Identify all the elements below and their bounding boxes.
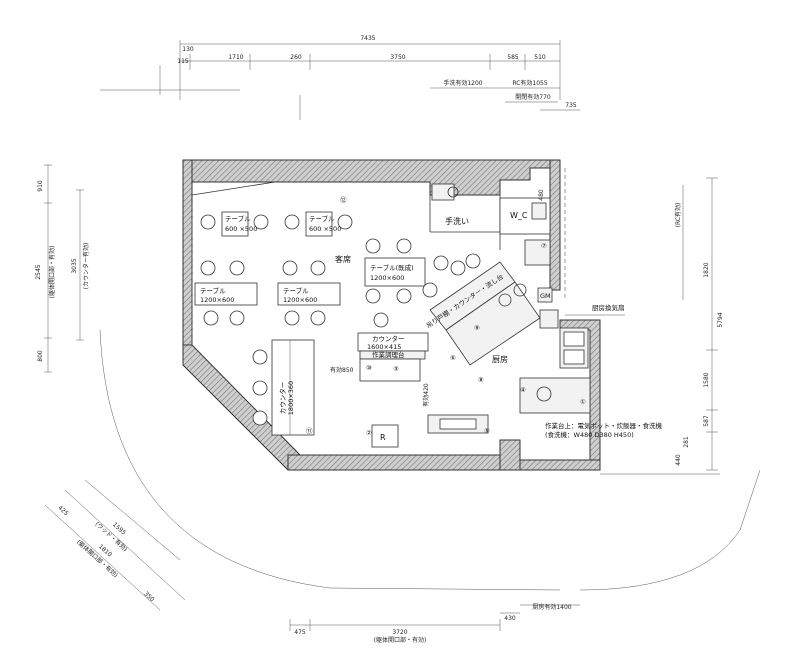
dim-top-seg-0: 130: [182, 46, 194, 53]
table-b: [305, 211, 333, 237]
dim-right-note: (RC有効): [674, 203, 682, 228]
table-c: [364, 257, 426, 287]
under-counter: [359, 358, 421, 382]
dim-left-2545: 2545: [35, 264, 42, 279]
dim-left-3035: 3035: [71, 258, 78, 273]
dim-diag-350: 350: [142, 590, 155, 603]
equip-note-2: (食洗機：W480 D380 H450): [545, 430, 634, 439]
equip-note: 作業台上：電気ポット・炊飯器・食洗機: [545, 421, 663, 430]
dim-inner-480: 480: [538, 189, 545, 201]
dim-right-1820: 1820: [703, 262, 710, 277]
dim-735: 735: [565, 102, 577, 109]
walls: [182, 159, 601, 471]
dim-top-seg-5: 510: [534, 54, 546, 61]
burner-icon: [513, 283, 527, 297]
side-counter-name: カウンター: [278, 382, 287, 415]
marker-12: ⑫: [340, 196, 347, 204]
kitchen-bench: [519, 377, 591, 414]
dim-left-910: 910: [37, 180, 44, 192]
dim-handwash-clear: 手洗有効1200: [443, 79, 482, 87]
marker-7: ⑦: [541, 242, 547, 250]
dim-top-left-small: 115: [177, 58, 189, 65]
table-a-size: 600 ×500: [225, 225, 257, 233]
dim-right-281: 281: [683, 436, 690, 448]
diagonal-dimensions: 425 1595 (ウッド・有効) 1810 (躯体開口部・有効) 350: [44, 479, 186, 611]
dining-furniture: テーブル 600 ×500 テーブル 600 ×500 テーブル(既成) 120…: [194, 189, 545, 448]
left-dimensions: 910 2545 (躯体開口部・有効) 800 3035 (カウンター有効): [35, 164, 90, 373]
top-dimensions: 7435 130 115 1710 260 3750 585 510 手洗有効1…: [100, 35, 580, 120]
burner-icon: [498, 293, 512, 307]
dim-top-seg-2: 260: [290, 54, 302, 61]
dim-diag-1810-note: (躯体開口部・有効): [75, 538, 120, 579]
main-counter-size: 1600×415: [367, 343, 401, 351]
dim-kitchen-clear: 厨房有効1400: [532, 603, 571, 611]
marker-5: ⑤: [484, 427, 490, 435]
dim-bottom-430: 430: [504, 615, 516, 622]
dim-rc-clear: RC有効1055: [512, 79, 548, 87]
dim-bottom-3720: 3720: [392, 629, 407, 636]
dim-right-5794: 5794: [717, 312, 724, 327]
dim-bottom-475: 475: [294, 629, 306, 636]
table-d: [194, 282, 258, 306]
dim-top-total: 7435: [360, 35, 375, 42]
marker-4: ④: [520, 386, 526, 394]
marker-3: ③: [393, 365, 399, 373]
dim-bottom-3720-note: (躯体開口部・有効): [374, 636, 427, 644]
vent-label: 厨房換気扇: [592, 303, 625, 312]
table-e-size: 1200×600: [283, 296, 317, 304]
table-c-name: テーブル(既成): [370, 263, 414, 272]
kitchen-small-unit: [539, 309, 559, 329]
dim-inner-850: 有効850: [330, 366, 354, 374]
table-c-size: 1200×600: [370, 274, 404, 282]
marker-8: ⑧: [478, 376, 484, 384]
table-e: [277, 282, 341, 306]
right-dimensions: (RC有効) 1820 5794 1580 587 281 440: [600, 177, 724, 475]
register-label: R: [380, 433, 386, 442]
marker-6: ⑥: [450, 354, 456, 362]
dim-right-1580: 1580: [703, 372, 710, 387]
dim-top-seg-4: 585: [507, 54, 519, 61]
dim-top-seg-1: 1710: [228, 54, 243, 61]
main-counter-name: カウンター: [372, 334, 405, 343]
room-label-handwash: 手洗い: [445, 216, 469, 226]
dim-left-2545-note: (躯体開口部・有効): [48, 246, 56, 299]
room-label-dining: 客席: [335, 254, 351, 264]
dim-inner-420: 有効420: [422, 383, 430, 407]
toilet-icon: [531, 202, 547, 220]
bottom-dimensions: 475 3720 (躯体開口部・有効) 430 厨房有効1400: [99, 329, 761, 644]
table-b-size: 600 ×500: [309, 225, 341, 233]
marker-11: ⑪: [306, 427, 313, 435]
marker-1: ①: [580, 398, 586, 406]
table-b-name: テーブル: [309, 214, 335, 223]
marker-2: ②: [366, 429, 372, 437]
dim-right-587: 587: [703, 415, 710, 427]
gm-label: GM: [540, 292, 551, 300]
table-a: [221, 211, 249, 237]
dim-top-seg-3: 3750: [390, 54, 405, 61]
room-label-kitchen: 厨房: [492, 354, 508, 364]
dim-right-440: 440: [675, 454, 682, 466]
dim-opening-clear: 開閉有効770: [515, 93, 551, 101]
kitchen-fridge: [524, 239, 551, 266]
table-e-name: テーブル: [283, 286, 309, 295]
gm-unit: [537, 287, 553, 303]
side-counter: [271, 339, 315, 436]
work-counter-label: 作業調理台: [372, 350, 405, 359]
table-d-name: テーブル: [200, 286, 226, 295]
dim-left-3035-note: (カウンター有効): [82, 243, 90, 290]
dim-left-800: 800: [37, 350, 44, 362]
marker-10: ⑩: [366, 364, 372, 372]
side-counter-size: 1800×360: [287, 381, 295, 415]
room-label-wc: W_C: [510, 211, 528, 220]
handwash-sink-icon: [431, 183, 455, 201]
markers: ② ③ ④ ⑤ ⑥ ⑦ ⑧ ⑨ ⑩ ⑪ ⑫ ①: [306, 196, 586, 437]
marker-9: ⑨: [474, 324, 480, 332]
table-a-name: テーブル: [225, 214, 251, 223]
table-d-size: 1200×600: [200, 296, 234, 304]
dim-diag-425: 425: [56, 504, 69, 517]
register: [371, 424, 399, 448]
